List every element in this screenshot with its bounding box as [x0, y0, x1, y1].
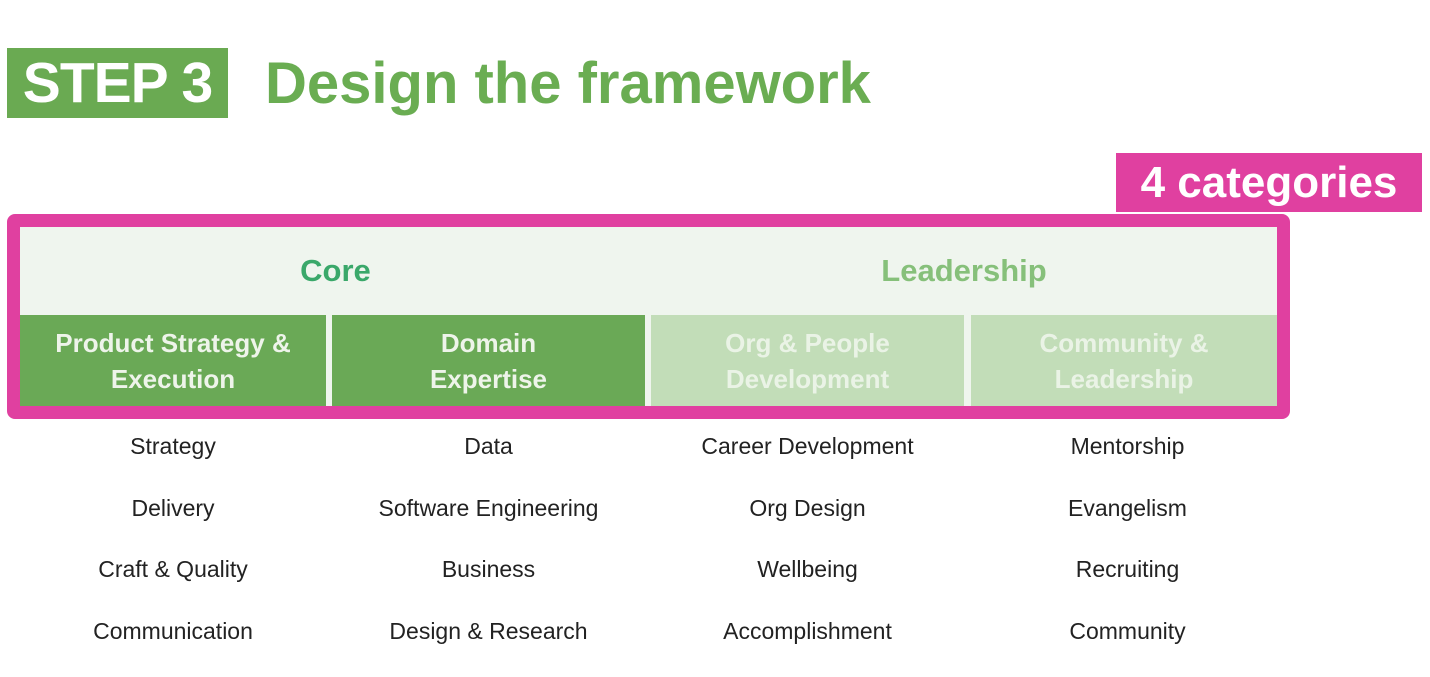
- category-community-leadership: Community & Leadership: [971, 315, 1277, 406]
- list-item: Wellbeing: [757, 556, 858, 583]
- list-item: Mentorship: [1070, 433, 1185, 459]
- step-badge: STEP 3: [7, 48, 228, 118]
- list-item: Recruiting: [1075, 556, 1180, 583]
- list-item: Accomplishment: [723, 618, 892, 645]
- items-list-org-people: Career Development Org Design Wellbeing …: [651, 430, 964, 677]
- category-title-line2: Leadership: [1054, 363, 1194, 394]
- items-list-product-strategy: Strategy Delivery Craft & Quality Commun…: [20, 430, 326, 677]
- category-title-line1: Community &: [1039, 327, 1209, 358]
- list-item: Strategy: [130, 433, 216, 459]
- category-title-line2: Execution: [110, 363, 236, 394]
- category-title-line2: Expertise: [429, 363, 548, 394]
- category-title-line2: Development: [725, 363, 890, 394]
- list-item: Org Design: [749, 494, 866, 521]
- category-count-badge: 4 categories: [1116, 153, 1422, 212]
- list-item: Communication: [93, 618, 253, 645]
- list-item: Craft & Quality: [98, 556, 248, 583]
- list-item: Delivery: [131, 494, 215, 521]
- group-label-core: Core: [300, 253, 371, 288]
- list-item: Data: [464, 433, 513, 459]
- list-item: Evangelism: [1068, 494, 1187, 521]
- list-item: Business: [441, 556, 536, 583]
- items-list-community-leadership: Mentorship Evangelism Recruiting Communi…: [971, 430, 1284, 677]
- list-item: Career Development: [701, 433, 914, 459]
- list-item: Software Engineering: [378, 494, 599, 521]
- category-title-line1: Domain: [440, 327, 537, 358]
- category-title-line1: Org & People: [725, 327, 890, 358]
- category-product-strategy: Product Strategy & Execution: [20, 315, 326, 406]
- list-item: Community: [1069, 618, 1186, 645]
- framework-highlight-frame: Core Leadership Product Strategy & Execut…: [7, 214, 1290, 419]
- category-title-line1: Product Strategy &: [55, 327, 291, 358]
- group-label-leadership: Leadership: [881, 253, 1047, 288]
- page-title: Design the framework: [265, 51, 871, 116]
- list-item: Design & Research: [389, 618, 588, 645]
- items-list-domain-expertise: Data Software Engineering Business Desig…: [332, 430, 645, 677]
